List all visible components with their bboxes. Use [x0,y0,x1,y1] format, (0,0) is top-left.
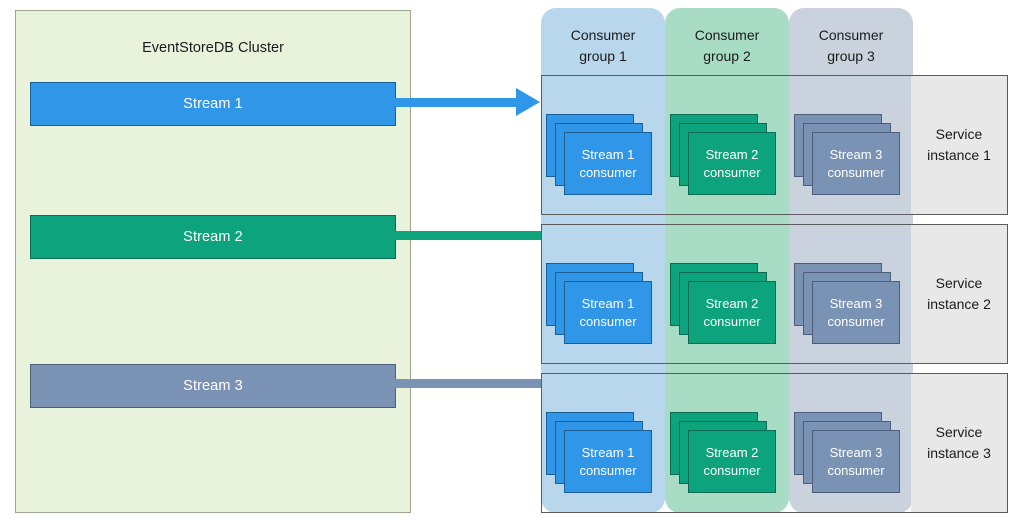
service-instance-2-label-line1: Service [935,275,983,291]
card-front: Stream 2 consumer [688,281,776,344]
service-instance-3-label-line1: Service [935,424,983,440]
service-instance-3-label-line2: instance 3 [927,445,991,461]
consumer-group-3-label-line1: Consumer [818,27,884,43]
consumer-label-line1: Stream 1 [581,444,635,460]
card-front: Stream 3 consumer [812,430,900,493]
consumer-group-1-label-line2: group 1 [579,48,627,64]
eventstoredb-cluster-box: EventStoreDB Cluster Stream 1 Stream 2 S… [15,10,411,513]
consumer-label-line1: Stream 1 [581,295,635,311]
service-instance-1-row: Stream 1 consumer Stream 2 consumer Stre… [541,75,1008,215]
stream-3-label: Stream 3 [183,378,243,394]
consumer-label-line1: Stream 3 [829,444,883,460]
consumer-label-line1: Stream 3 [829,295,883,311]
service-instance-1-stream-1-consumer: Stream 1 consumer [546,114,652,196]
consumer-group-3-label: Consumer group 3 [789,25,913,67]
consumer-group-1-label-line1: Consumer [570,27,636,43]
consumer-label-line1: Stream 2 [705,295,759,311]
service-instance-2-stream-1-consumer: Stream 1 consumer [546,263,652,345]
service-instance-3-stream-2-consumer: Stream 2 consumer [670,412,776,494]
card-front: Stream 2 consumer [688,132,776,195]
stream-1-arrow-shaft [380,97,522,107]
stream-3-bar: Stream 3 [30,364,396,408]
stream-1-bar: Stream 1 [30,82,396,126]
consumer-label-line2: consumer [579,313,637,329]
cluster-title: EventStoreDB Cluster [142,40,284,56]
consumer-group-2-label-line2: group 2 [703,48,751,64]
consumer-label-line1: Stream 2 [705,444,759,460]
stream-2-label: Stream 2 [183,229,243,245]
stream-1-label: Stream 1 [183,96,243,112]
service-instance-3-row: Stream 1 consumer Stream 2 consumer Stre… [541,373,1008,513]
service-instance-2-stream-3-consumer: Stream 3 consumer [794,263,900,345]
consumer-label-line2: consumer [579,462,637,478]
service-instance-3-stream-3-consumer: Stream 3 consumer [794,412,900,494]
consumer-label-line1: Stream 1 [581,146,635,162]
consumer-label-line2: consumer [827,462,885,478]
service-instance-2-label-line2: instance 2 [927,296,991,312]
card-front: Stream 1 consumer [564,132,652,195]
service-instance-2-row: Stream 1 consumer Stream 2 consumer Stre… [541,224,1008,364]
service-instance-1-label-line2: instance 1 [927,147,991,163]
card-front: Stream 2 consumer [688,430,776,493]
consumer-group-2-label-line1: Consumer [694,27,760,43]
consumer-group-3-label-line2: group 3 [827,48,875,64]
consumer-label-line2: consumer [703,462,761,478]
card-front: Stream 1 consumer [564,281,652,344]
stream-2-arrow-shaft [380,230,647,240]
service-instance-1-label: Service instance 1 [911,76,1007,214]
stream-1-arrow-head [516,88,540,116]
consumer-group-2-label: Consumer group 2 [665,25,789,67]
consumer-label-line2: consumer [579,164,637,180]
service-instance-1-stream-3-consumer: Stream 3 consumer [794,114,900,196]
card-front: Stream 3 consumer [812,281,900,344]
consumer-label-line1: Stream 3 [829,146,883,162]
consumer-label-line2: consumer [827,313,885,329]
service-instance-2-stream-2-consumer: Stream 2 consumer [670,263,776,345]
service-instance-3-label: Service instance 3 [911,374,1007,512]
consumer-group-1-label: Consumer group 1 [541,25,665,67]
consumer-label-line1: Stream 2 [705,146,759,162]
consumer-label-line2: consumer [703,313,761,329]
service-instance-3-stream-1-consumer: Stream 1 consumer [546,412,652,494]
card-front: Stream 3 consumer [812,132,900,195]
service-instance-2-label: Service instance 2 [911,225,1007,363]
service-instance-1-label-line1: Service [935,126,983,142]
stream-2-bar: Stream 2 [30,215,396,259]
consumer-label-line2: consumer [703,164,761,180]
consumer-label-line2: consumer [827,164,885,180]
service-instance-1-stream-2-consumer: Stream 2 consumer [670,114,776,196]
card-front: Stream 1 consumer [564,430,652,493]
